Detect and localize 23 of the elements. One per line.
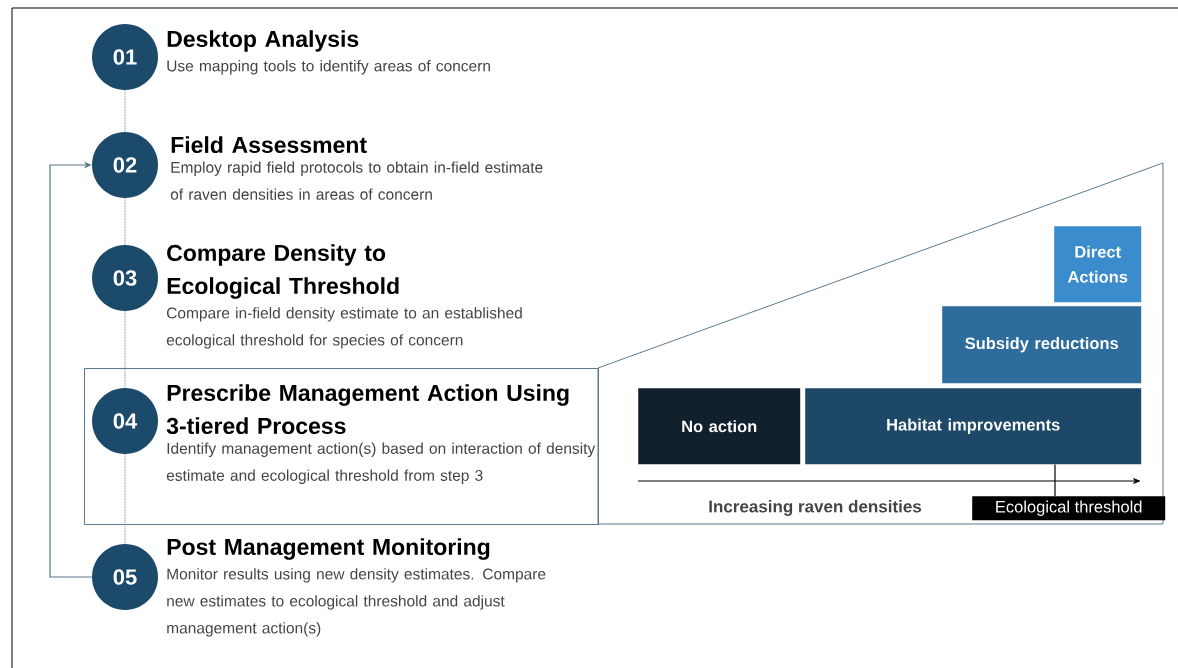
action-bar: No action xyxy=(638,388,801,465)
leader-line xyxy=(1054,463,1056,497)
callout-panel xyxy=(597,162,1164,525)
step-description: Employ rapid field protocols to obtain in-field estimate of raven densities in areas of concern xyxy=(170,161,543,200)
action-bar: Habitat improvements xyxy=(805,388,1142,465)
axis-label: Increasing raven densities xyxy=(709,500,922,516)
action-bar: Direct Actions xyxy=(1054,226,1142,303)
action-bar: Subsidy reductions xyxy=(942,306,1142,384)
threshold-label: Ecological threshold xyxy=(972,496,1166,521)
connector-line xyxy=(124,89,126,133)
step-description: Compare in-field density estimate to an established ecological threshold for species of concern xyxy=(166,307,522,349)
step-description: Identify management action(s) based on interaction of density estimate and ecological threshold from step 3 xyxy=(166,442,596,484)
step-heading: Desktop Analysis xyxy=(167,30,359,52)
connector-line xyxy=(124,453,126,545)
connector-line xyxy=(124,197,126,246)
connector-line xyxy=(124,310,126,389)
feedback-arrow xyxy=(49,161,93,578)
step-heading: Prescribe Management Action Using 3-tiered Process xyxy=(166,384,569,435)
step-heading: Compare Density to Ecological Threshold xyxy=(167,244,399,299)
step-description: Use mapping tools to identify areas of concern xyxy=(167,60,490,75)
step-description: Monitor results using new density estimates. Compare new estimates to ecological threshold and adjust management action(s) xyxy=(167,568,546,637)
step-heading: Field Assessment xyxy=(171,136,367,154)
step-heading: Post Management Monitoring xyxy=(167,538,490,560)
